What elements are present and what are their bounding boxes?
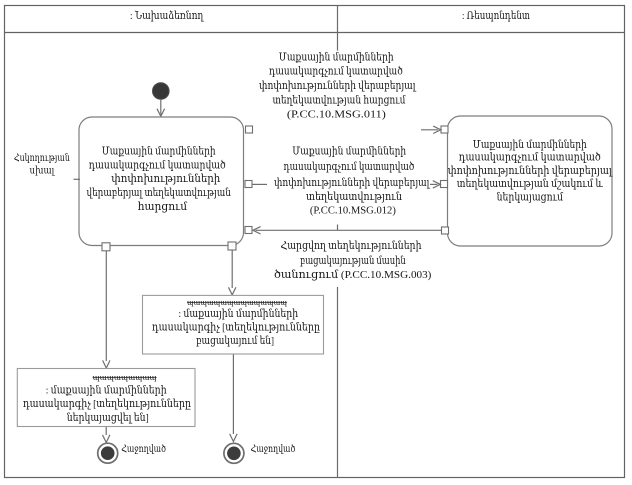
svg-text:փոփոխությունների վերաբերյալ: փոփոխությունների վերաբերյալ	[259, 80, 417, 92]
svg-text:փոփոխությունների: փոփոխությունների	[111, 173, 220, 185]
svg-text:տեղեկատվության մշակում և: տեղեկատվության մշակում և	[457, 178, 603, 190]
svg-text:դասակարգիչ [տեղեկությունները: դասակարգիչ [տեղեկությունները	[152, 321, 320, 333]
svg-text:Հաջողված: Հաջողված	[121, 443, 166, 455]
svg-text:: մաքսային մարմինների: : մաքսային մարմինների	[46, 384, 167, 396]
svg-text:բացակայության մասին: բացակայության մասին	[300, 255, 406, 267]
svg-text:Հսկողության: Հսկողության	[14, 153, 70, 164]
svg-text:Մաքսային մարմինների: Մաքսային մարմինների	[473, 139, 587, 151]
svg-text:(P.CC.10.MSG.012): (P.CC.10.MSG.012)	[310, 205, 396, 217]
svg-text:Մաքսային մարմինների: Մաքսային մարմինների	[279, 51, 394, 63]
svg-text:դասակարգչում կատարված: դասակարգչում կատարված	[269, 66, 403, 78]
svg-text:վերաբերյալ տեղեկատվության: վերաբերյալ տեղեկատվության	[87, 187, 231, 199]
svg-text:ծանուցում (P.CC.10.MSG.003): ծանուցում (P.CC.10.MSG.003)	[274, 269, 432, 281]
svg-text:Հաջողված: Հաջողված	[251, 443, 296, 455]
svg-text:հարցում: հարցում	[138, 201, 188, 213]
svg-text:: մաքսային մարմինների: : մաքսային մարմինների	[179, 308, 299, 320]
svg-text:Մաքսային մարմինների: Մաքսային մարմինների	[102, 146, 216, 158]
svg-text:դասակարգիչ [տեղեկությունները: դասակարգիչ [տեղեկությունները	[23, 398, 191, 410]
svg-text:ներկայացում: ներկայացում	[497, 192, 564, 204]
svg-text:: Ռեսպոնդենտ: : Ռեսպոնդենտ	[462, 10, 530, 22]
svg-text:դասակարգչում կատարված: դասակարգչում կատարված	[89, 159, 226, 171]
svg-text:: Նախաձեռնող: : Նախաձեռնող	[130, 9, 204, 22]
svg-text:(P.CC.10.MSG.011): (P.CC.10.MSG.011)	[287, 109, 386, 121]
svg-text:սխալ: սխալ	[30, 166, 56, 177]
svg-text:Մաքսային մարմինների: Մաքսային մարմինների	[292, 146, 406, 158]
svg-text:դասակարգչում կատարված: դասակարգչում կատարված	[284, 161, 415, 173]
svg-text:փոփոխությունների վերաբերյալ: փոփոխությունների վերաբերյալ	[274, 177, 431, 189]
svg-text:պապապապապապապապ: պապապապապապապապ	[187, 298, 287, 307]
svg-text:պապապապապ: պապապապապ	[93, 373, 157, 382]
svg-text:Հարցվող տեղեկությունների: Հարցվող տեղեկությունների	[281, 240, 422, 252]
svg-text:տեղեկատվության հարցում: տեղեկատվության հարցում	[273, 94, 407, 106]
svg-text:փոփոխությունների վերաբերյալ: փոփոխությունների վերաբերյալ	[448, 165, 613, 177]
svg-text:ներկայացվել են]: ներկայացվել են]	[67, 412, 149, 424]
svg-text:բացակայում են]: բացակայում են]	[196, 335, 274, 347]
svg-text:դասակարգչում կատարված: դասակարգչում կատարված	[459, 152, 601, 164]
svg-text:տեղեկատվություն: տեղեկատվություն	[306, 191, 402, 203]
